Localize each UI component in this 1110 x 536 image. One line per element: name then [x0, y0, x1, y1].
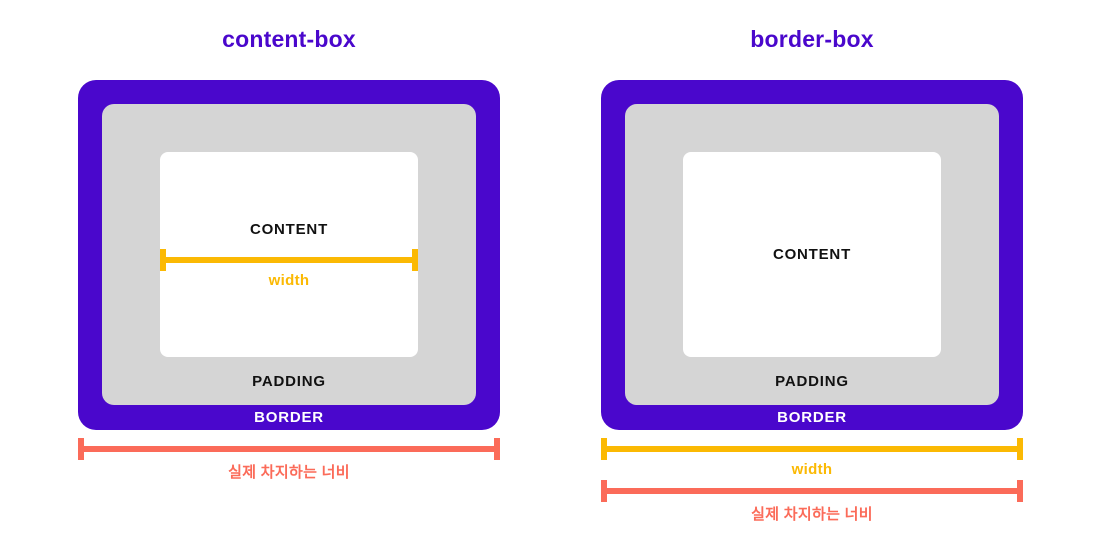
border-label: BORDER — [777, 409, 847, 426]
width-measure-line — [160, 248, 418, 271]
width-measure-line — [601, 438, 1023, 460]
padding-area: CONTENT PADDING — [625, 104, 999, 405]
width-label: width — [268, 271, 310, 289]
content-label: CONTENT — [772, 246, 852, 263]
padding-label: PADDING — [775, 372, 849, 390]
width-label: width — [791, 461, 833, 478]
diagram-title-border-box: border-box — [750, 26, 874, 52]
diagram-title-content-box: content-box — [222, 26, 356, 52]
actual-width-measure-line — [601, 480, 1023, 502]
border-label: BORDER — [254, 409, 324, 426]
border-box-diagram: border-box CONTENT PADDING BORDER width … — [601, 26, 1023, 524]
actual-width-measure-line — [78, 438, 500, 460]
content-area: CONTENT width — [160, 152, 418, 357]
actual-width-label: 실제 차지하는 너비 — [228, 464, 350, 481]
padding-area: CONTENT width PADDING — [102, 104, 476, 405]
content-label: CONTENT — [249, 220, 329, 238]
content-area: CONTENT — [683, 152, 941, 357]
border-area: CONTENT width PADDING BORDER — [78, 80, 500, 430]
content-box-diagram: content-box CONTENT width PADDING BORDER… — [78, 26, 500, 524]
box-sizing-comparison-canvas: content-box CONTENT width PADDING BORDER… — [78, 26, 1023, 524]
border-area: CONTENT PADDING BORDER — [601, 80, 1023, 430]
padding-label: PADDING — [252, 372, 326, 390]
actual-width-label: 실제 차지하는 너비 — [751, 506, 873, 523]
